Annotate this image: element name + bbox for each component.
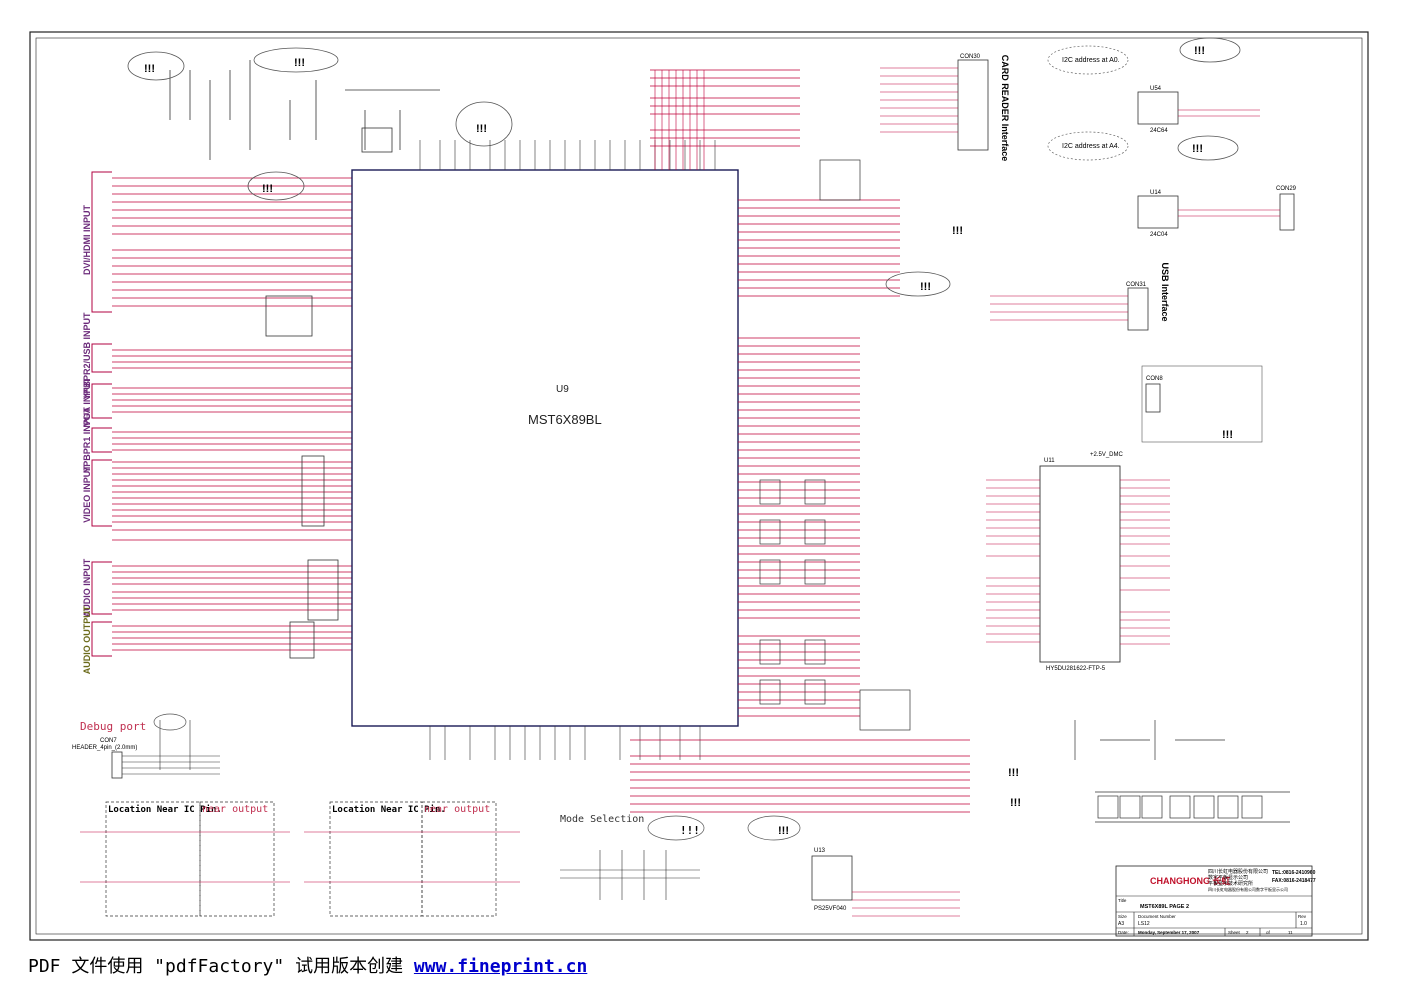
label-ypbpr1: YPBPR1 INPUT <box>82 407 92 473</box>
u11-label: U11 <box>1044 458 1055 464</box>
company-line-3: 平板显示技术研究所 <box>1208 880 1253 887</box>
company-line-1: 四川长虹电器股份有限公司 <box>1208 868 1268 875</box>
card-reader-block: CARD READER Interface CON30 <box>880 54 1010 161</box>
label-video: VIDEO INPUT <box>82 465 92 523</box>
card-reader-title: CARD READER Interface <box>1000 55 1010 162</box>
company-line-2: 数字平板显示公司 <box>1208 874 1248 881</box>
sheet-label: Sheet <box>1228 930 1241 935</box>
title-value: MST6X89L PAGE 2 <box>1140 904 1189 910</box>
right-bus-lines <box>630 69 970 813</box>
location-near-2-title: Location Near IC Pin. <box>332 804 446 815</box>
size-value: A3 <box>1118 921 1124 927</box>
header-label: HEADER_4pin_(2.0mm) <box>72 745 137 751</box>
left-input-section: DVI/HDMI INPUT YPBPR2/USB INPUT VGA INPU… <box>82 171 352 674</box>
footer-link[interactable]: www.fineprint.cn <box>413 956 588 977</box>
company-line-4: 四川长虹电器股份有限公司数字平板显示公司 <box>1208 886 1288 892</box>
con30-label: CON30 <box>960 54 981 60</box>
audio-output-filters: Location Near IC Pin. near output Locati… <box>80 801 520 917</box>
callout-text-2: !!! <box>294 57 305 69</box>
footer-prefix: PDF 文件使用 "pdfFactory" 试用版本创建 <box>28 956 414 977</box>
eeprom2-label: 24C04 <box>1150 232 1168 238</box>
debug-port-block: Debug port CON7 HEADER_4pin_(2.0mm) <box>72 713 220 779</box>
sheet-inner-border <box>35 37 1363 935</box>
i2c-a0-note: I2C address at A0. <box>1062 57 1120 64</box>
title-label: Title <box>1118 898 1127 903</box>
logo-text: CHANGHONG 长虹 <box>1150 875 1231 886</box>
callout-text-10: !!! <box>1192 143 1203 155</box>
spi-flash: U13 PS25VF040 !!! <box>747 815 960 917</box>
label-audio-input: AUDIO INPUT <box>82 558 92 617</box>
eeprom-block-2: U14 24C04 I2C address at A4. !!! CON29 <box>1047 131 1297 238</box>
flash-label: PS25VF040 <box>814 906 847 912</box>
mode-selection-title: Mode Selection <box>560 814 644 825</box>
callout-text-5: !!! <box>920 281 931 293</box>
callout-text-6: !!! <box>952 225 963 237</box>
sheet-border <box>29 31 1369 941</box>
eeprom-block-1: U54 24C64 I2C address at A0. !!! <box>1047 37 1260 134</box>
callout-ellipse-4 <box>455 101 513 147</box>
chip-body <box>351 169 739 727</box>
u13-label: U13 <box>814 848 826 854</box>
callout-text-7: !!! <box>1008 767 1019 779</box>
con31-label: CON31 <box>1126 282 1147 288</box>
chip-part: MST6X89BL <box>528 412 602 427</box>
callout-ellipse-3 <box>247 171 305 201</box>
eeprom1-label: 24C64 <box>1150 128 1168 134</box>
debug-port-title: Debug port <box>80 720 146 733</box>
usb-title: USB Interface <box>1160 262 1170 321</box>
rev-label: Rev <box>1298 914 1307 919</box>
date-value: Monday, September 17, 2007 <box>1138 930 1200 935</box>
con7-label: CON7 <box>100 738 117 744</box>
callout-text-4: !!! <box>476 123 487 135</box>
near-output-2-title: near output <box>424 804 490 815</box>
top-left-power <box>127 47 513 201</box>
callout-text-9: !!! <box>1194 45 1205 57</box>
i2c-a4-note: I2C address at A4. <box>1062 143 1120 150</box>
u14-label: U14 <box>1150 190 1162 196</box>
con8-label: CON8 <box>1146 376 1163 382</box>
chip-ref: U9 <box>556 384 569 395</box>
docnum-value: LS12 <box>1138 921 1150 927</box>
near-output-1-title: near output <box>202 804 268 815</box>
main-chip: U9 MST6X89BL <box>351 140 739 760</box>
label-audio-output: AUDIO OUTPUT <box>82 605 92 674</box>
title-block: CHANGHONG 长虹 四川长虹电器股份有限公司 数字平板显示公司 平板显示技… <box>1115 865 1316 937</box>
ddr-memory: U11 HY5DU281622-FTP-5 <box>986 458 1170 672</box>
callout-text-3: !!! <box>262 183 273 195</box>
power-2v5-label: +2.5V_DMC <box>1090 452 1124 458</box>
callout-ellipse-5 <box>885 271 951 297</box>
callout-ellipse-2 <box>253 47 339 73</box>
mem-chip-label: HY5DU281622-FTP-5 <box>1046 666 1106 672</box>
location-near-1-title: Location Near IC Pin. <box>108 804 222 815</box>
callout-text-13: !!! <box>778 825 789 837</box>
fax-text: FAX:0816-2418477 <box>1272 878 1316 884</box>
decoupling-caps <box>1074 720 1290 823</box>
sheet-value: 2 <box>1246 930 1249 935</box>
date-label: Date: <box>1118 930 1129 935</box>
mode-selection: Mode Selection !!! <box>560 814 705 900</box>
docnum-label: Document Number <box>1138 914 1176 919</box>
callout-text-8: !!! <box>1010 797 1021 809</box>
con29-label: CON29 <box>1276 186 1297 192</box>
of-value: 11 <box>1288 930 1293 935</box>
of-label: of <box>1266 930 1271 935</box>
callout-text-1: !!! <box>144 63 155 75</box>
callout-text-11: !!! <box>1222 429 1233 441</box>
usb-block: CON31 USB Interface CON8 !!! <box>990 262 1263 443</box>
label-vga: VGA INPUT <box>82 377 92 426</box>
label-ypbpr2-usb: YPBPR2/USB INPUT <box>82 312 92 400</box>
label-dvi-hdmi: DVI/HDMI INPUT <box>82 205 92 276</box>
u54-label: U54 <box>1150 86 1162 92</box>
callout-ellipse-1 <box>127 51 185 81</box>
pdf-footer: PDF 文件使用 "pdfFactory" 试用版本创建 www.finepri… <box>28 952 587 978</box>
size-label: Size <box>1118 914 1127 919</box>
tel-text: TEL:0816-2410960 <box>1272 870 1316 876</box>
callout-text-12: !!! <box>680 824 700 837</box>
rev-value: 1.0 <box>1300 921 1307 927</box>
